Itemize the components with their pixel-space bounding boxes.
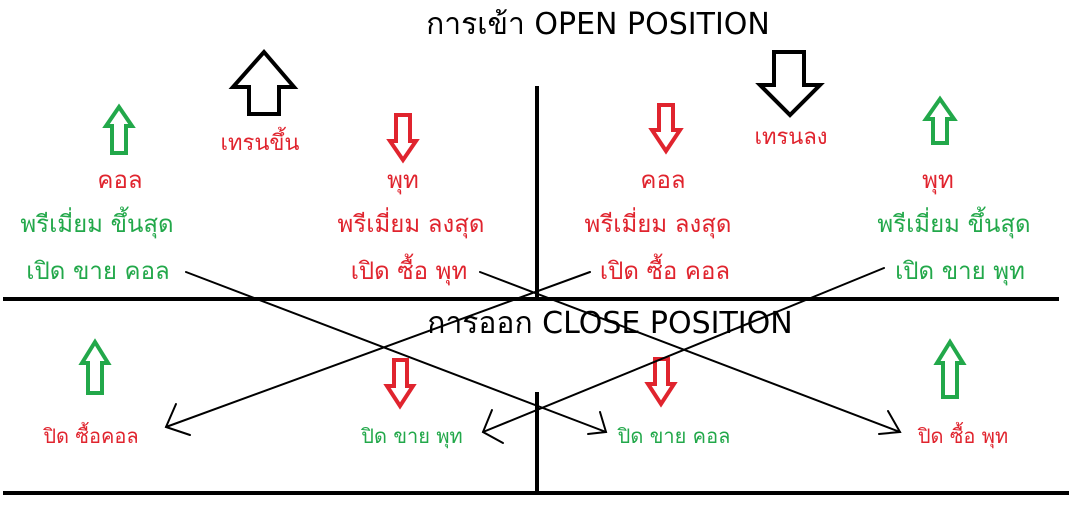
open-col1-premium-note: พรีเมี่ยม ขึ้นสุด: [20, 210, 174, 238]
map-arrowhead-close-buy-put: [878, 410, 902, 435]
close-col3-action: ปิด ขาย คอล: [617, 424, 731, 448]
open-col3-option-type: คอล: [640, 166, 686, 194]
close-section-title: การออก CLOSE POSITION: [427, 306, 793, 341]
close-col4-up-arrow-icon: [933, 338, 967, 399]
close-col4-action: ปิด ซื้อ พุท: [917, 424, 1009, 448]
close-col1-action: ปิด ซื้อคอล: [43, 424, 139, 448]
map-line-sell-put-to-close: [482, 267, 885, 433]
open-col2-down-arrow-icon: [386, 113, 420, 164]
close-col2-action: ปิด ขาย พุท: [361, 424, 463, 448]
map-arrowhead-close-sell-call: [587, 411, 608, 435]
open-col3-premium-note: พรีเมี่ยม ลงสุด: [584, 210, 732, 238]
trend-down-outline-arrow-icon: [755, 50, 825, 118]
close-col3-down-arrow-icon: [644, 357, 678, 408]
open-col3-down-arrow-icon: [648, 103, 684, 155]
map-line-buy-put-to-close: [479, 271, 901, 433]
map-arrowhead-close-sell-put: [481, 409, 504, 444]
map-line-sell-call-to-close: [185, 271, 607, 433]
open-col1-action: เปิด ขาย คอล: [26, 257, 170, 285]
open-col3-action: เปิด ซื้อ คอล: [599, 257, 731, 285]
open-col1-option-type: คอล: [97, 166, 143, 194]
open-col4-option-type: พุท: [922, 166, 954, 194]
open-col1-up-arrow-icon: [102, 103, 136, 155]
map-arrowhead-close-buy-call: [164, 403, 191, 436]
open-col2-premium-note: พรีเมี่ยม ลงสุด: [337, 210, 485, 238]
trend-down-label: เทรนลง: [754, 125, 828, 150]
open-col2-action: เปิด ซื้อ พุท: [350, 257, 468, 285]
trend-up-label: เทรนขึ้น: [220, 131, 300, 156]
map-line-buy-call-to-close: [165, 271, 591, 428]
close-col2-down-arrow-icon: [383, 358, 417, 410]
open-section-title: การเข้า OPEN POSITION: [426, 7, 770, 42]
open-col4-action: เปิด ขาย พุท: [895, 257, 1025, 285]
open-col4-up-arrow-icon: [922, 95, 958, 145]
close-col1-up-arrow-icon: [78, 338, 112, 395]
trend-up-outline-arrow-icon: [228, 48, 299, 116]
open-col4-premium-note: พรีเมี่ยม ขึ้นสุด: [877, 210, 1031, 238]
open-col2-option-type: พุท: [387, 166, 419, 194]
